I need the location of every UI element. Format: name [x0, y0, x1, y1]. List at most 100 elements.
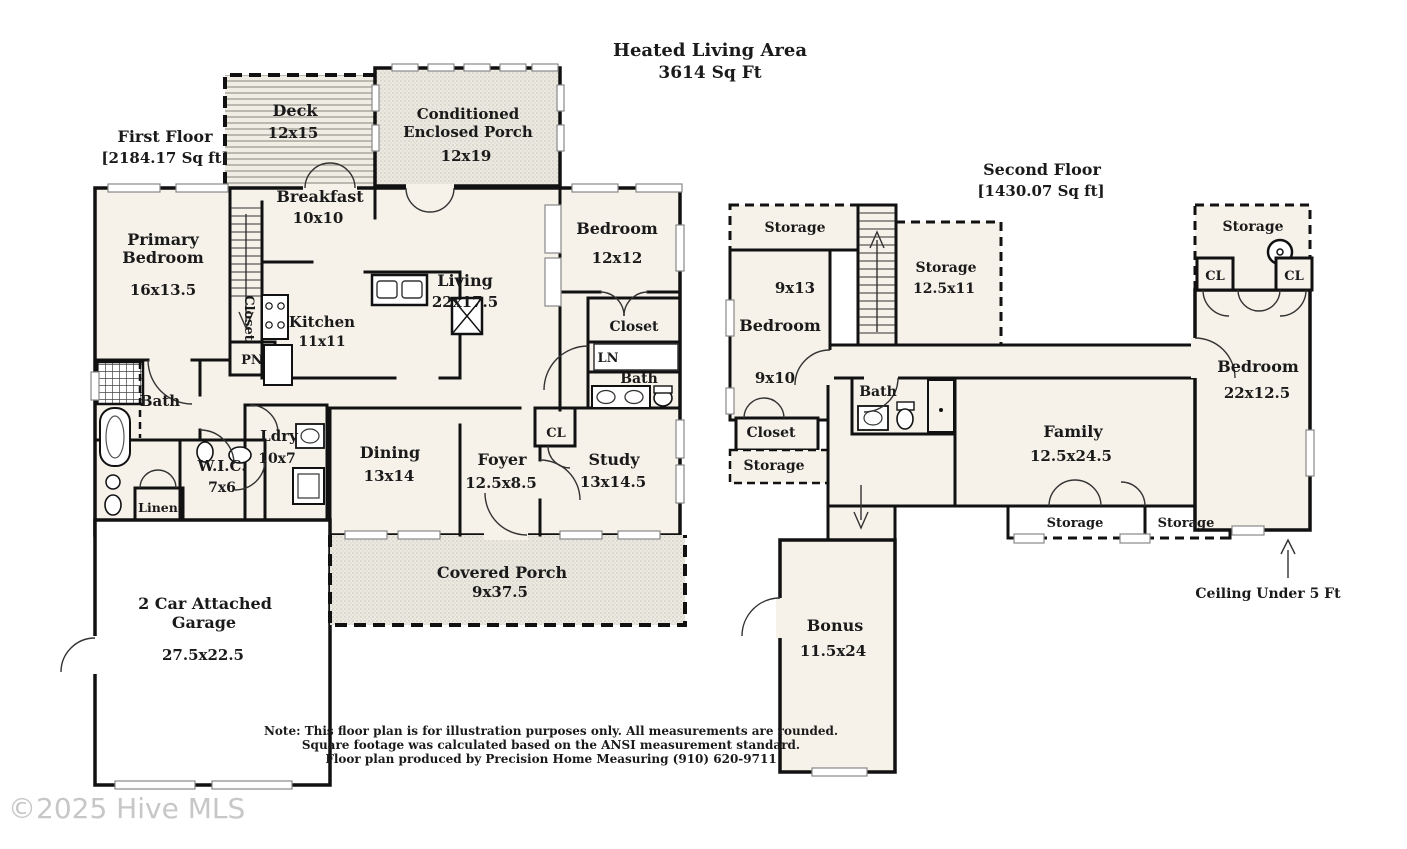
label-cond-porch-2: Enclosed Porch: [403, 123, 533, 141]
label-storage-mid: Storage: [915, 260, 976, 276]
room-garage: [93, 518, 332, 787]
room-cl-left: [1195, 256, 1235, 292]
page-title-line1: Heated Living Area: [613, 40, 807, 61]
label-garage-dims: 27.5x22.5: [162, 646, 244, 664]
second-floor: Second Floor [1430.07 Sq ft] Storage Sto…: [725, 160, 1341, 777]
label-primary-1: Primary: [127, 230, 199, 249]
label-bonus: Bonus: [807, 616, 863, 635]
label-bedroom: Bedroom: [576, 219, 658, 238]
first-floor-doors: [60, 162, 649, 674]
shower-icon: [95, 360, 145, 406]
stairs-first-floor: [231, 207, 261, 330]
toilet-icon: [896, 408, 914, 430]
label-wic: W.I.C.: [197, 457, 247, 475]
shower-stall-icon: [927, 379, 955, 433]
sink-icon: [228, 446, 252, 464]
second-floor-sqft: [1430.07 Sq ft]: [977, 182, 1104, 200]
label-kitchen: Kitchen: [289, 313, 355, 331]
label-living: Living: [437, 271, 493, 290]
label-deck-dims: 12x15: [268, 124, 319, 142]
label-family-dims: 12.5x24.5: [1030, 447, 1112, 465]
label-bonus-dims: 11.5x24: [800, 642, 866, 660]
label-primary-dims: 16x13.5: [130, 281, 196, 299]
note-line3: Floor plan produced by Precision Home Me…: [325, 752, 776, 766]
second-floor-title: Second Floor: [983, 160, 1101, 179]
laundry-sink-icon: [295, 423, 325, 449]
watermark: ©2025 Hive MLS: [8, 792, 245, 825]
second-floor-windows: [725, 299, 1315, 777]
stairs-down-arrow: [238, 311, 254, 330]
label-closet: Closet: [609, 319, 659, 335]
first-floor: First Floor [2184.17 Sq ft] Deck 12x15 C…: [60, 63, 687, 790]
label-kitchen-dims: 11x11: [298, 334, 345, 350]
label-bath-right: Bath: [620, 371, 658, 387]
label-covered-porch-dims: 9x37.5: [472, 583, 528, 601]
room-storage-left-2f: [728, 448, 832, 485]
label-ceiling-note: Ceiling Under 5 Ft: [1195, 586, 1341, 602]
label-bath-left: Bath: [140, 392, 180, 410]
label-foyer-dims: 12.5x8.5: [465, 474, 537, 492]
label-garage-1: 2 Car Attached: [138, 594, 272, 613]
label-foyer: Foyer: [477, 450, 527, 469]
label-bedroom-right-dims: 22x12.5: [1224, 384, 1290, 402]
label-storage-bl: Storage: [1047, 516, 1104, 531]
room-storage-mid: [894, 220, 1003, 347]
label-bedroom-left-dims-upper: 9x13: [775, 279, 815, 297]
toilet-icon: [196, 441, 214, 463]
label-wic-dims: 7x6: [208, 480, 236, 496]
label-dining: Dining: [360, 443, 420, 462]
sink-icon: [105, 474, 121, 490]
label-linen: Linen: [138, 500, 178, 515]
room-closet-2f: [734, 416, 820, 452]
down-arrow: [853, 485, 869, 530]
room-bonus: [778, 538, 897, 774]
label-bath-2f: Bath: [859, 384, 897, 400]
label-laundry: Ldry: [260, 427, 299, 445]
label-bedroom-right-2f: Bedroom: [1217, 357, 1299, 376]
label-family: Family: [1043, 422, 1103, 441]
label-storage-mid-dims: 12.5x11: [913, 281, 975, 297]
label-stair-closet: Closet: [241, 295, 256, 341]
second-floor-doors: [741, 289, 1307, 638]
note-line1: Note: This floor plan is for illustratio…: [264, 724, 838, 738]
label-laundry-dims: 10x7: [258, 451, 296, 467]
room-family: [953, 376, 1197, 508]
refrigerator-icon: [263, 344, 293, 386]
label-dining-dims: 13x14: [364, 467, 415, 485]
room-conditioned-porch: [373, 66, 562, 188]
label-living-dims: 22x17.5: [432, 293, 498, 311]
note-line2: Square footage was calculated based on t…: [302, 738, 800, 752]
label-cl-left-2f: CL: [1205, 269, 1225, 284]
closet-shelf: [593, 343, 679, 371]
label-bedroom-left-dims-lower: 9x10: [755, 369, 795, 387]
label-pantry: PN: [241, 353, 263, 368]
label-bedroom-left: Bedroom: [739, 316, 821, 335]
room-cl-right: [1274, 256, 1314, 292]
room-covered-porch: [328, 535, 687, 627]
page-title-line2: 3614 Sq Ft: [658, 63, 761, 83]
first-floor-windows: [90, 63, 685, 790]
label-ln: LN: [597, 351, 618, 366]
label-covered-porch: Covered Porch: [437, 563, 568, 582]
label-storage-br: Storage: [1158, 516, 1215, 531]
sink-icon: [857, 405, 889, 431]
stove-icon: [261, 294, 289, 340]
stairs-up-arrow: [869, 230, 885, 249]
label-storage-tl: Storage: [764, 220, 825, 236]
first-floor-sqft: [2184.17 Sq ft]: [101, 149, 228, 167]
vanity-icon: [591, 385, 651, 409]
label-study: Study: [588, 450, 640, 469]
label-breakfast-dims: 10x10: [293, 209, 344, 227]
label-study-dims: 13x14.5: [580, 473, 646, 491]
first-floor-fixtures: [95, 273, 679, 516]
room-deck: [223, 73, 375, 192]
label-garage-2: Garage: [172, 613, 236, 632]
label-closet-2f: Closet: [746, 425, 796, 441]
label-cond-porch-1: Conditioned: [417, 105, 520, 123]
first-floor-title: First Floor: [117, 127, 213, 146]
label-breakfast: Breakfast: [276, 187, 364, 206]
hallway-2f: [828, 343, 1197, 380]
room-bedroom-left-2f: [728, 248, 832, 422]
